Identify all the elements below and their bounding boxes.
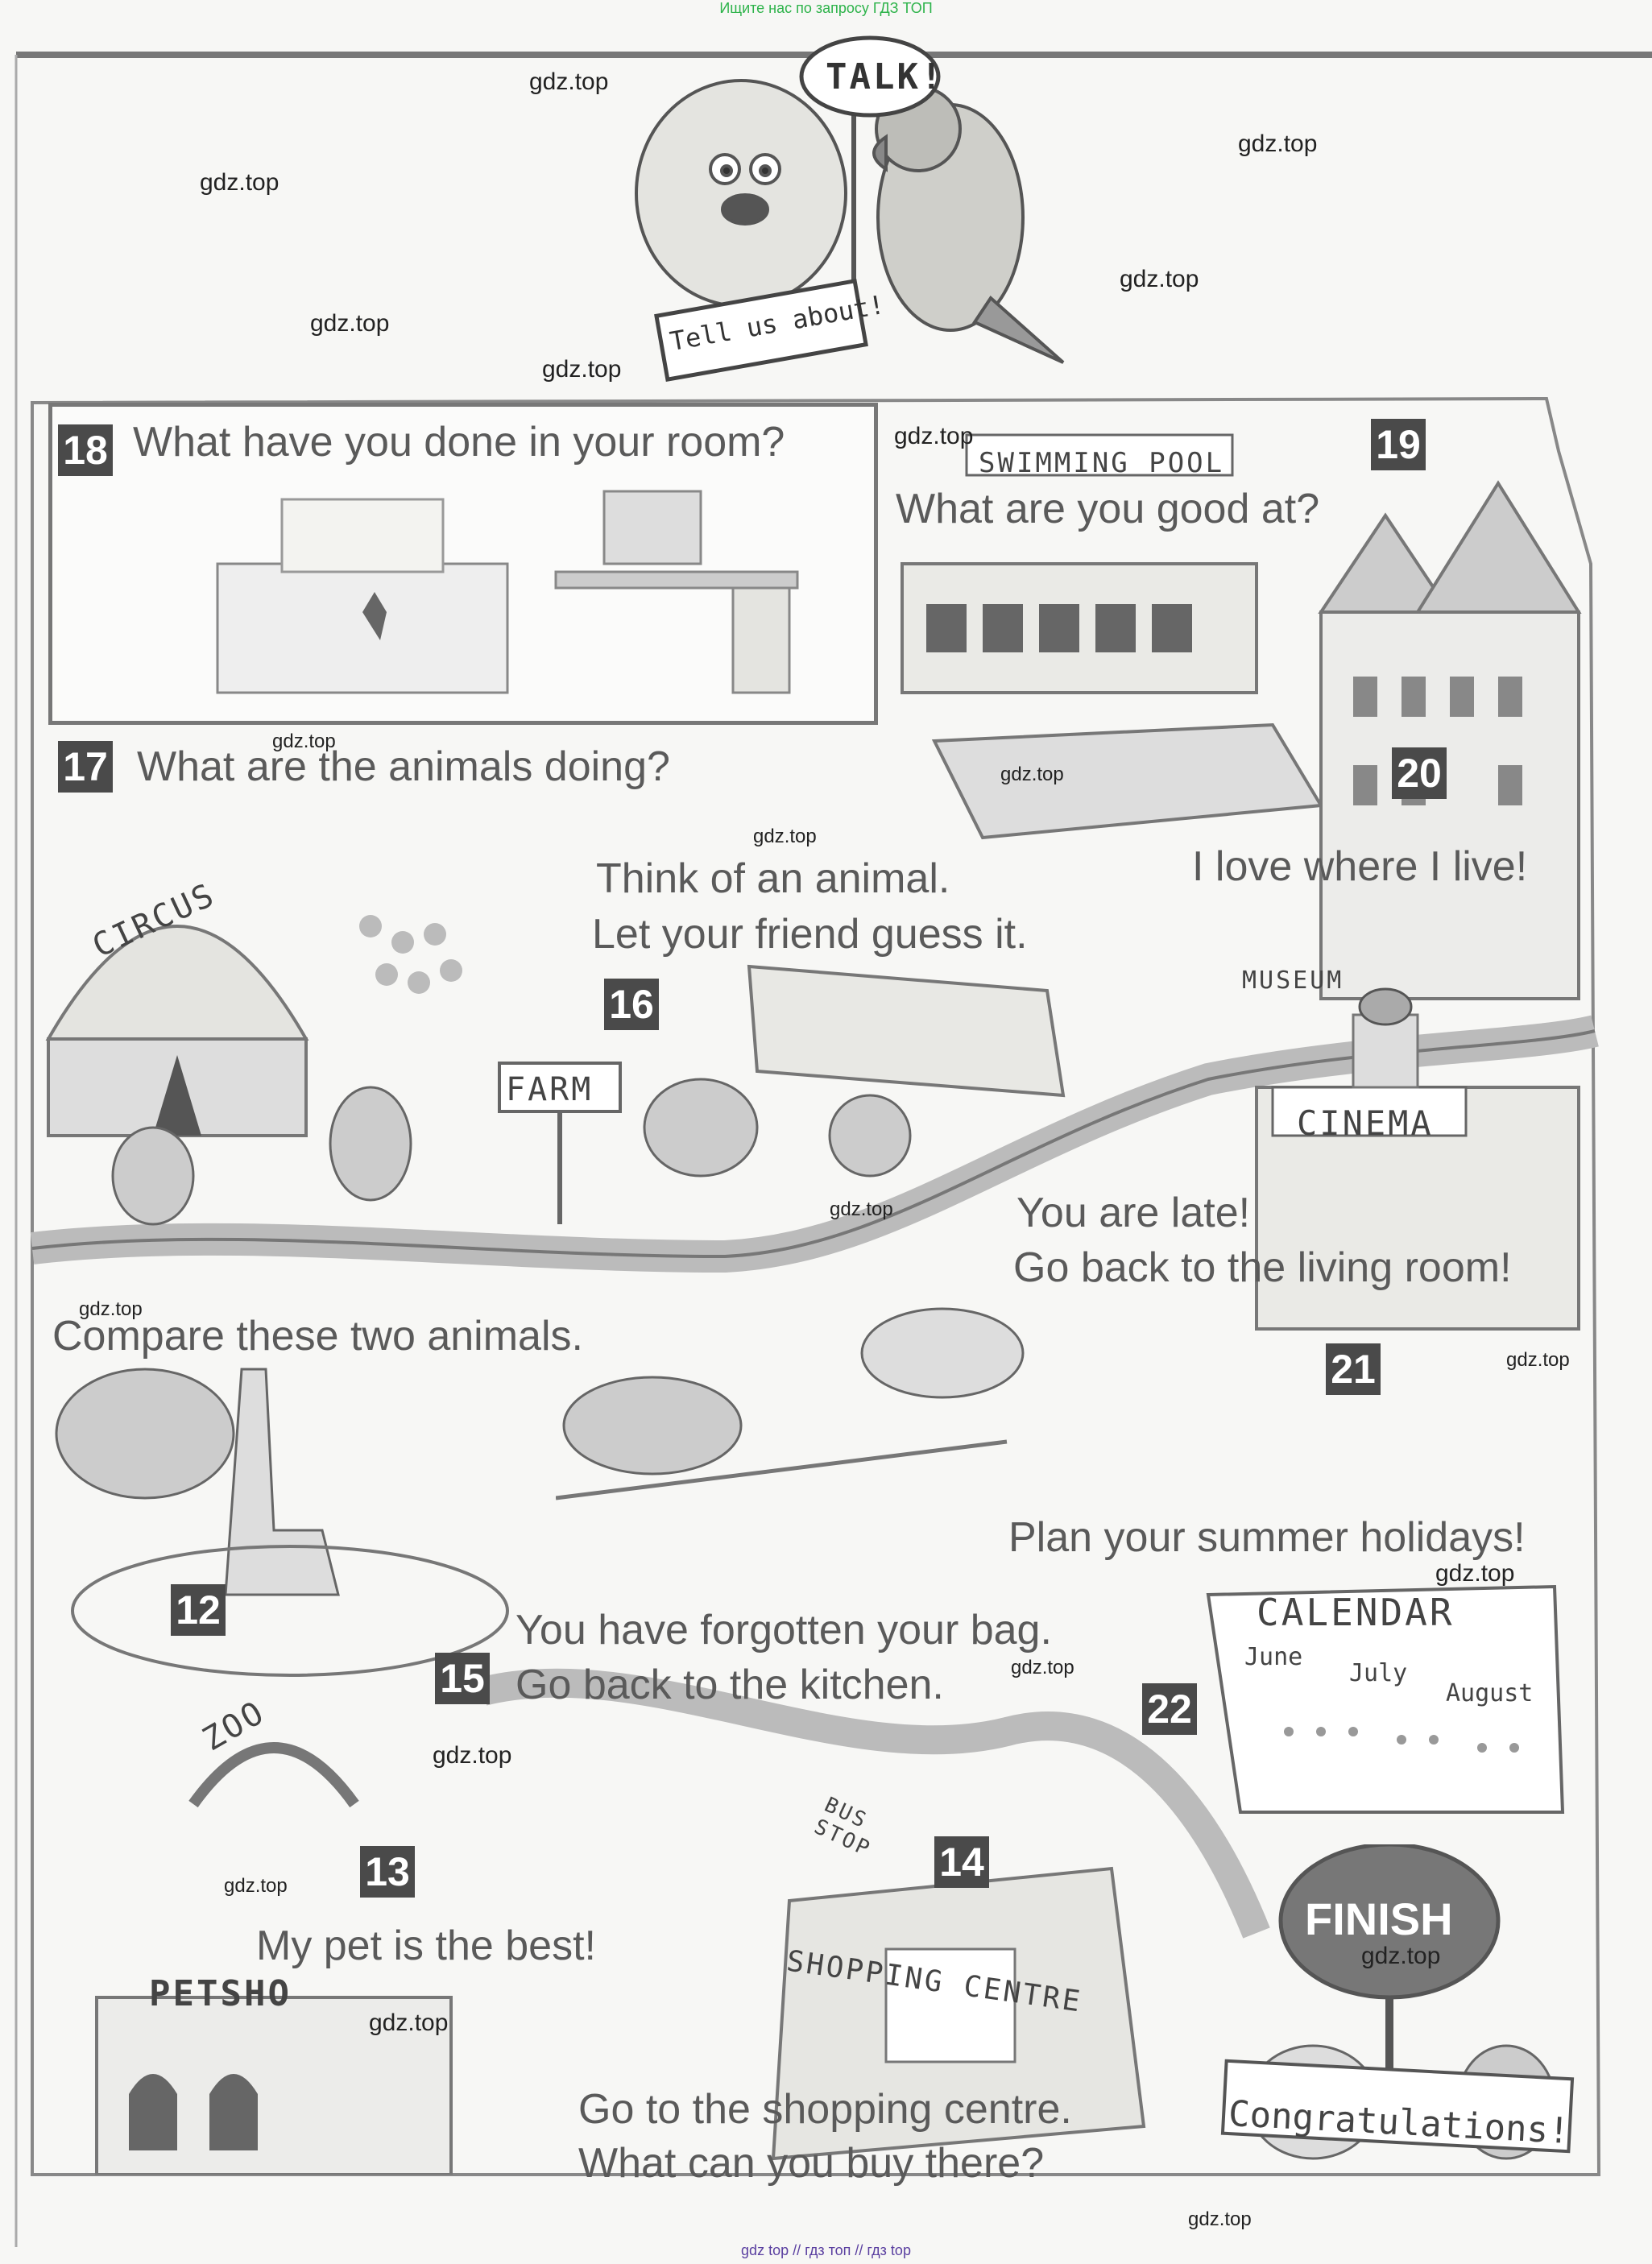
square-19-prompt: What are you good at? <box>896 486 1320 532</box>
header-link[interactable]: Ищите нас по запросу ГДЗ ТОП <box>719 0 933 16</box>
square-21-number: 21 <box>1326 1343 1381 1395</box>
shopping-centre-illustration <box>771 1866 1146 2161</box>
calendar-month-july: July <box>1349 1659 1408 1687</box>
watermark: gdz.top <box>894 423 974 449</box>
giraffe-icon <box>224 1368 340 1596</box>
watermark: gdz.top <box>542 356 622 383</box>
cow-icon <box>860 1307 1025 1399</box>
square-16-prompt-line2: Let your friend guess it. <box>592 911 1028 958</box>
zoo-illustration <box>55 1368 509 1808</box>
watermark: gdz.top <box>369 2009 449 2036</box>
square-16-number: 16 <box>604 979 659 1030</box>
square-16-prompt-line1: Think of an animal. <box>596 855 950 902</box>
watermark: gdz.top <box>1000 764 1064 785</box>
square-14-number: 14 <box>934 1836 989 1888</box>
watermark: gdz.top <box>272 731 336 752</box>
compare-prompt: Compare these two animals. <box>52 1313 583 1360</box>
pet-shop-illustration <box>95 1996 453 2175</box>
watermark: gdz.top <box>830 1198 893 1220</box>
pet-shop-sign: PETSHO <box>149 1973 292 2014</box>
watermark: gdz.top <box>753 826 817 847</box>
horse-cow-illustration <box>556 1307 1025 1500</box>
square-20-number: 20 <box>1392 747 1447 799</box>
hen-icon <box>828 1094 912 1178</box>
square-15-number: 15 <box>435 1653 490 1704</box>
watermark: gdz.top <box>79 1298 143 1320</box>
watermark: gdz.top <box>1188 2208 1252 2230</box>
square-22-prompt: Plan your summer holidays! <box>1008 1514 1526 1561</box>
square-17-number: 17 <box>58 741 113 793</box>
calendar-sign: CALENDAR <box>1257 1591 1455 1634</box>
farm-sign: FARM <box>506 1071 594 1108</box>
watermark: gdz.top <box>1506 1349 1570 1371</box>
watermark: gdz.top <box>1435 1560 1515 1587</box>
square-22-number: 22 <box>1142 1683 1197 1735</box>
watermark: gdz.top <box>1120 266 1199 292</box>
watermark: gdz.top <box>310 310 390 337</box>
square-18-number: 18 <box>58 424 113 476</box>
watermark: gdz.top <box>529 68 609 95</box>
square-21-prompt-line2: Go back to the living room! <box>1013 1244 1512 1291</box>
horse-icon <box>562 1376 743 1476</box>
watermark: gdz.top <box>1238 130 1318 157</box>
square-12-number: 12 <box>171 1584 226 1636</box>
calendar-month-august: August <box>1446 1679 1534 1707</box>
dog-mascot-icon <box>635 79 847 308</box>
finish-illustration <box>1220 1844 1575 2160</box>
calendar-illustration <box>1206 1584 1565 1814</box>
square-21-prompt-line1: You are late! <box>1016 1190 1251 1236</box>
square-17-prompt: What are the animals doing? <box>137 743 670 790</box>
cinema-illustration <box>1255 987 1580 1331</box>
circus-illustration <box>45 915 462 1226</box>
turkey-icon <box>643 1078 759 1178</box>
watermark: gdz.top <box>200 169 279 196</box>
cinema-sign: CINEMA <box>1297 1103 1434 1143</box>
square-15-prompt-line1: You have forgotten your bag. <box>515 1607 1052 1654</box>
mascot-illustration <box>635 35 1065 382</box>
elephant-icon <box>55 1368 235 1500</box>
farm-illustration <box>498 964 1066 1224</box>
square-19-number: 19 <box>1371 419 1426 470</box>
parrot-skater-icon <box>329 1086 412 1202</box>
watermark: gdz.top <box>224 1875 288 1897</box>
square-14-prompt-line1: Go to the shopping centre. <box>578 2086 1072 2133</box>
bedroom-illustration <box>216 490 799 694</box>
parrot-mascot-icon <box>872 85 1065 364</box>
talk-sign-label: TALK! <box>826 56 945 97</box>
watermark: gdz.top <box>1011 1657 1074 1678</box>
footer-link[interactable]: gdz top // гдз топ // гдз top <box>741 2242 911 2258</box>
museum-sign: MUSEUM <box>1242 966 1344 995</box>
swimming-pool-sign: SWIMMING POOL <box>979 447 1225 479</box>
calendar-month-june: June <box>1244 1643 1303 1671</box>
talk-sign <box>799 35 941 118</box>
square-15-prompt-line2: Go back to the kitchen. <box>515 1662 944 1708</box>
square-18-prompt: What have you done in your room? <box>133 419 785 466</box>
square-20-prompt: I love where I live! <box>1192 843 1528 890</box>
square-13-prompt: My pet is the best! <box>256 1923 596 1969</box>
bear-icon <box>111 1126 195 1226</box>
watermark: gdz.top <box>1361 1943 1441 1969</box>
tell-sign <box>654 279 868 382</box>
square-13-number: 13 <box>360 1846 415 1898</box>
square-14-prompt-line2: What can you buy there? <box>578 2140 1045 2187</box>
watermark: gdz.top <box>433 1742 512 1769</box>
finish-label: FINISH <box>1305 1894 1453 1944</box>
castle-illustration <box>1318 480 1582 1000</box>
